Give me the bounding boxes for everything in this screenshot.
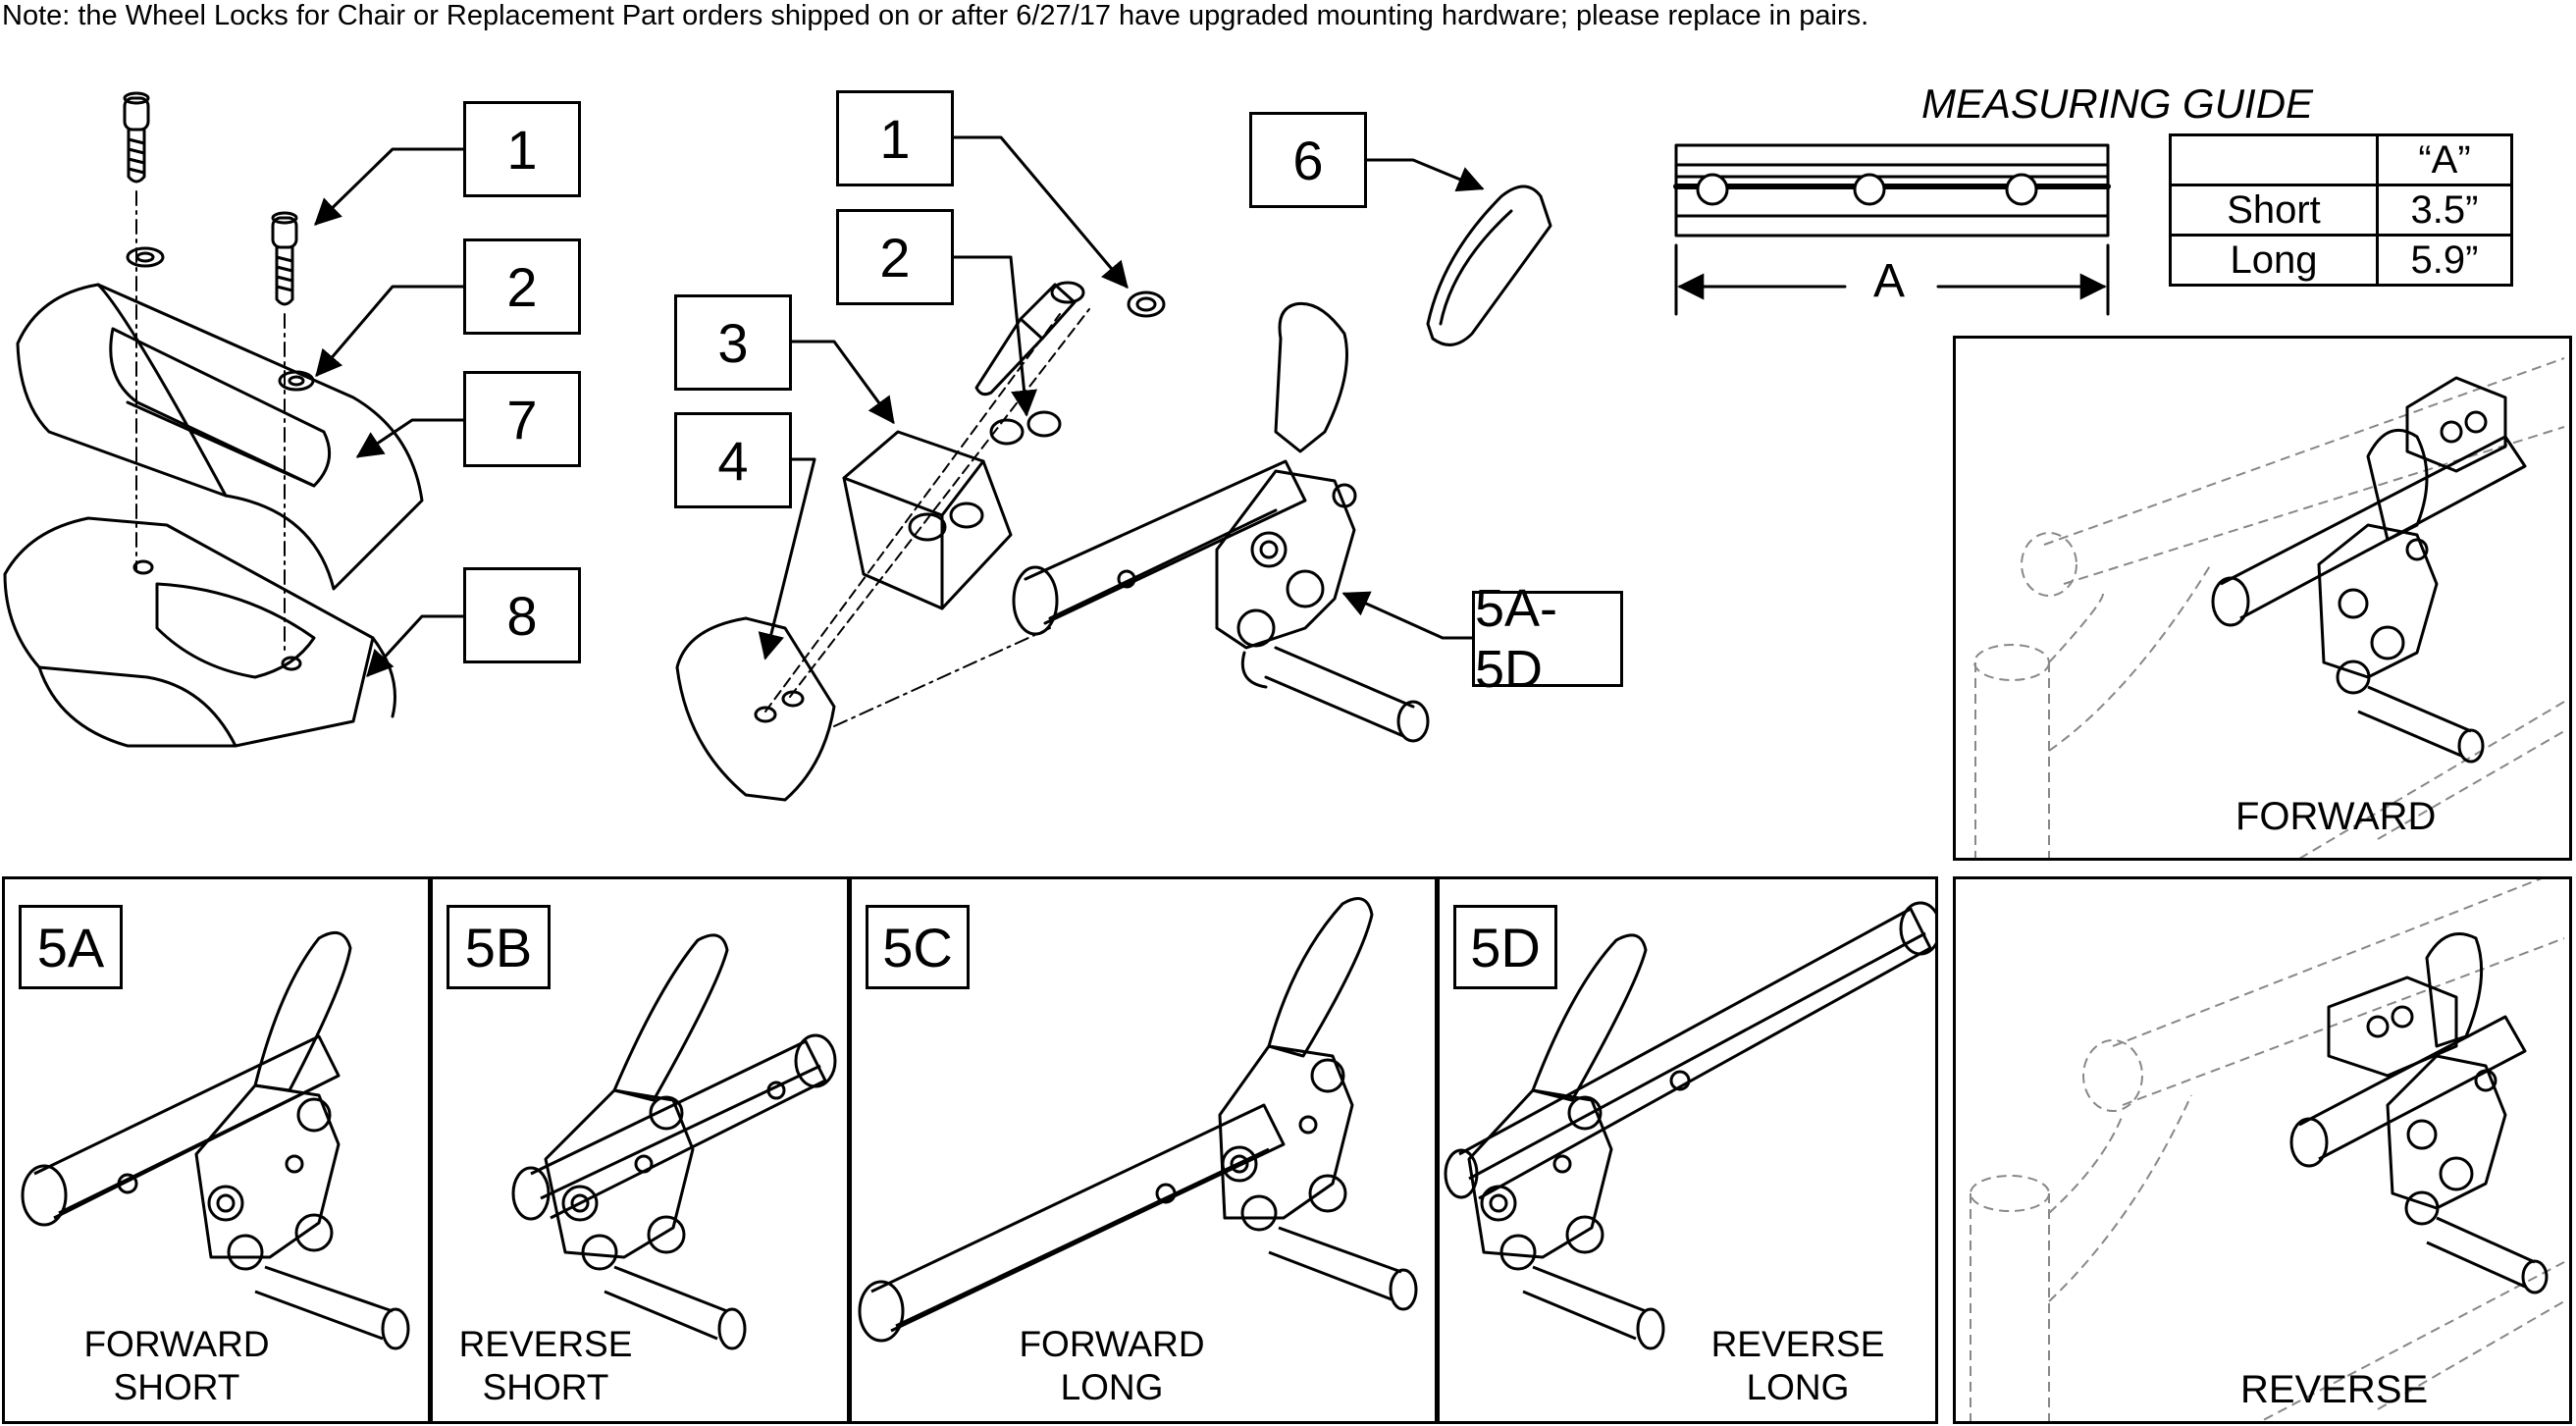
variant-panel-5d: 5D REVERSE LONG bbox=[1437, 876, 1938, 1424]
lock-pad-icon bbox=[1426, 185, 1552, 346]
screw-icon bbox=[123, 91, 150, 184]
wheel-lock-icon bbox=[511, 933, 837, 1350]
variant-caption-line1: FORWARD bbox=[1019, 1324, 1205, 1364]
callout-1-screw-mid: 1 bbox=[836, 90, 954, 186]
table-cell bbox=[2169, 133, 2379, 186]
callout-7-upper-clamp: 7 bbox=[463, 371, 581, 467]
callout-6-lock-pad: 6 bbox=[1249, 112, 1367, 208]
table-cell: Long bbox=[2169, 234, 2379, 287]
note-text: Note: the Wheel Locks for Chair or Repla… bbox=[2, 0, 1869, 31]
variant-label: 5D bbox=[1453, 905, 1557, 989]
washer-icon bbox=[989, 410, 1062, 446]
reverse-view-caption: REVERSE bbox=[2240, 1368, 2429, 1411]
forward-view-artwork bbox=[1973, 357, 2565, 858]
measuring-guide-title: MEASURING GUIDE bbox=[1921, 80, 2314, 127]
wheel-lock-icon bbox=[858, 897, 1418, 1343]
forward-view-caption: FORWARD bbox=[2235, 795, 2437, 838]
callout-2-washer: 2 bbox=[463, 238, 581, 335]
variant-caption: REVERSE LONG bbox=[1685, 1323, 1911, 1409]
variant-panel-5c: 5C FORWARD LONG bbox=[849, 876, 1438, 1424]
variant-caption-line2: LONG bbox=[1746, 1367, 1850, 1407]
variant-caption: FORWARD LONG bbox=[999, 1323, 1225, 1409]
variant-label: 5B bbox=[447, 905, 551, 989]
measurement-table: “A” Short 3.5” Long 5.9” bbox=[2169, 133, 2513, 287]
table-row: “A” bbox=[2169, 133, 2513, 186]
variant-label: 5C bbox=[866, 905, 970, 989]
wheel-lock-icon bbox=[1444, 901, 1935, 1350]
variant-5c-artwork bbox=[858, 897, 1418, 1343]
variant-panel-5b: 5B REVERSE SHORT bbox=[430, 876, 850, 1424]
variant-caption-line2: SHORT bbox=[113, 1367, 240, 1407]
table-cell: 3.5” bbox=[2376, 184, 2513, 237]
variant-caption-line1: FORWARD bbox=[83, 1324, 270, 1364]
left-clamp-assembly bbox=[3, 91, 424, 748]
variant-caption-line1: REVERSE bbox=[1710, 1324, 1885, 1364]
mounting-tube-icon bbox=[1673, 143, 2111, 238]
dimension-a-label: A bbox=[1873, 255, 1906, 307]
callout-3-clamp-block: 3 bbox=[674, 294, 792, 391]
callout-1-screw: 1 bbox=[463, 101, 581, 197]
variant-caption-line2: SHORT bbox=[482, 1367, 609, 1407]
table-row: Short 3.5” bbox=[2169, 184, 2513, 237]
callout-2-washer-mid: 2 bbox=[836, 209, 954, 305]
variant-5b-artwork bbox=[511, 933, 837, 1350]
variant-5d-artwork bbox=[1444, 901, 1935, 1350]
wheel-lock-icon bbox=[1012, 301, 1430, 743]
forward-view-panel: FORWARD bbox=[1953, 336, 2572, 861]
reverse-view-artwork bbox=[1970, 879, 2565, 1421]
table-cell: Short bbox=[2169, 184, 2379, 237]
variant-caption-line2: LONG bbox=[1060, 1367, 1164, 1407]
variant-caption-line1: REVERSE bbox=[458, 1324, 633, 1364]
callout-5a-5d-wheel-lock: 5A-5D bbox=[1472, 579, 1623, 699]
callout-4-clamp-base: 4 bbox=[674, 412, 792, 508]
variant-panel-5a: 5A FORWARD SHORT bbox=[2, 876, 431, 1424]
table-row: Long 5.9” bbox=[2169, 234, 2513, 287]
washer-icon bbox=[126, 246, 165, 268]
wheel-lock-icon bbox=[2211, 376, 2527, 764]
screw-icon bbox=[271, 211, 298, 306]
variant-label: 5A bbox=[19, 905, 123, 989]
variant-5a-artwork bbox=[21, 930, 410, 1350]
screw-icon bbox=[974, 281, 1166, 396]
reverse-view-panel: REVERSE bbox=[1953, 876, 2572, 1424]
wheel-lock-icon bbox=[2289, 932, 2549, 1294]
callout-8-lower-clamp: 8 bbox=[463, 567, 581, 663]
variant-caption: FORWARD SHORT bbox=[64, 1323, 289, 1409]
table-cell: “A” bbox=[2376, 133, 2513, 186]
table-cell: 5.9” bbox=[2376, 234, 2513, 287]
middle-assembly bbox=[675, 281, 1166, 802]
variant-caption: REVERSE SHORT bbox=[433, 1323, 658, 1409]
wheel-lock-icon bbox=[21, 930, 410, 1350]
